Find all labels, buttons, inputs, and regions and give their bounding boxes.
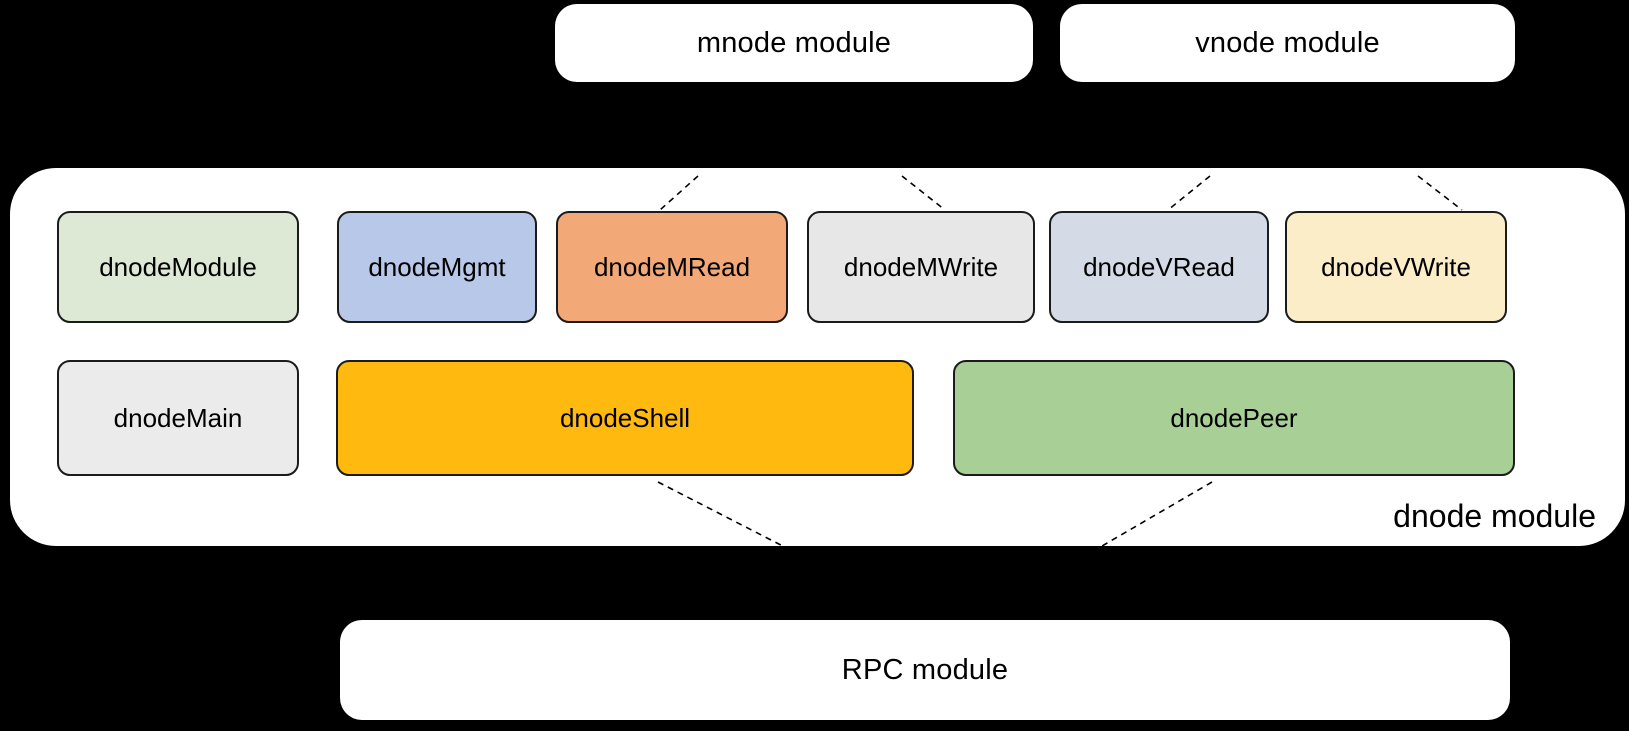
dnode-vwrite-label: dnodeVWrite — [1321, 251, 1471, 282]
dnode-module-unit-box[interactable]: dnodeModule — [57, 211, 299, 323]
dnode-mread-box[interactable]: dnodeMRead — [556, 211, 788, 323]
rpc-module-box[interactable]: RPC module — [340, 620, 1510, 720]
dnode-peer-box[interactable]: dnodePeer — [953, 360, 1515, 476]
dnode-module-label: dnode module — [1393, 498, 1596, 534]
mnode-module-box[interactable]: mnode module — [555, 4, 1033, 82]
dnode-mwrite-box[interactable]: dnodeMWrite — [807, 211, 1035, 323]
dnode-shell-box[interactable]: dnodeShell — [336, 360, 914, 476]
dnode-mgmt-box[interactable]: dnodeMgmt — [337, 211, 537, 323]
dnode-main-box[interactable]: dnodeMain — [57, 360, 299, 476]
dnode-vread-box[interactable]: dnodeVRead — [1049, 211, 1269, 323]
dnode-vwrite-box[interactable]: dnodeVWrite — [1285, 211, 1507, 323]
mnode-module-label: mnode module — [696, 26, 892, 59]
dnode-shell-label: dnodeShell — [559, 402, 691, 433]
dnode-module-unit-label: dnodeModule — [99, 251, 257, 282]
rpc-module-label: RPC module — [841, 653, 1009, 686]
dnode-mread-label: dnodeMRead — [593, 251, 751, 282]
dnode-main-label: dnodeMain — [113, 402, 243, 433]
dnode-vread-label: dnodeVRead — [1083, 251, 1235, 282]
dnode-peer-label: dnodePeer — [1170, 402, 1298, 433]
vnode-module-box[interactable]: vnode module — [1060, 4, 1515, 82]
dnode-mwrite-label: dnodeMWrite — [843, 251, 999, 282]
vnode-module-label: vnode module — [1195, 26, 1380, 59]
dnode-mgmt-label: dnodeMgmt — [368, 251, 506, 282]
